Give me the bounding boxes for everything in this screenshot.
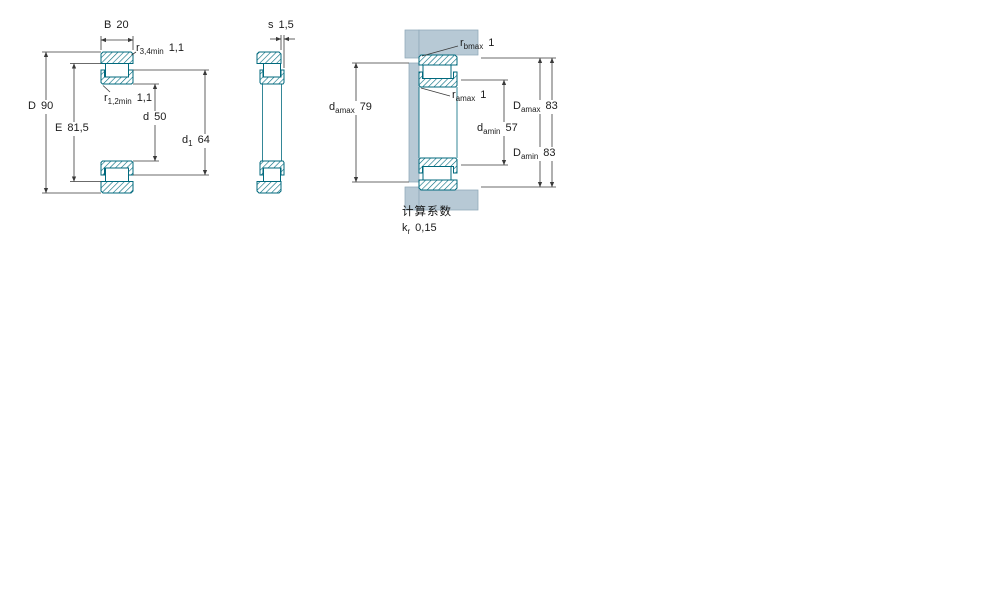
mounting-view — [404, 29, 479, 211]
side-section-view — [256, 51, 285, 194]
mounted-bearing-section — [418, 54, 458, 191]
front-section-view — [100, 51, 134, 194]
calculation-factors-header: 计算系数 — [402, 206, 452, 218]
